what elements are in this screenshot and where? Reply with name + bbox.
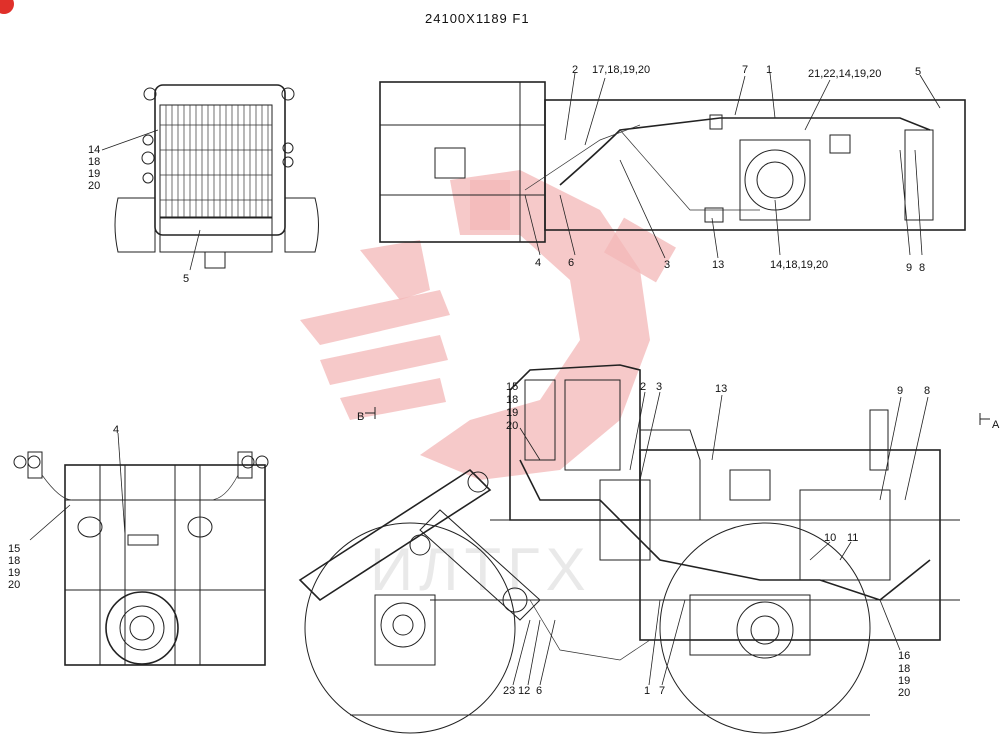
callout-14: 14 bbox=[88, 144, 100, 156]
view-marker-a: A bbox=[992, 419, 1000, 431]
callout-18b-side: 18 bbox=[898, 663, 910, 675]
top-view bbox=[379, 72, 966, 259]
callout-4-top: 4 bbox=[535, 257, 541, 269]
callout-2-side: 2 bbox=[640, 381, 646, 393]
callout-4-rear: 4 bbox=[113, 424, 119, 436]
callout-1-top: 1 bbox=[766, 64, 772, 76]
callout-5-front: 5 bbox=[183, 273, 189, 285]
side-view bbox=[298, 364, 990, 734]
callout-19b-side: 19 bbox=[898, 675, 910, 687]
corner-badge bbox=[0, 0, 14, 14]
callout-9-top: 9 bbox=[906, 262, 912, 274]
callout-21: 21,22,14,19,20 bbox=[808, 68, 881, 80]
watermark-text: ИЛТГХ bbox=[370, 536, 592, 603]
callout-3-side: 3 bbox=[656, 381, 662, 393]
callout-17: 17,18,19,20 bbox=[592, 64, 650, 76]
callout-18: 18 bbox=[88, 156, 100, 168]
callout-19-rear: 19 bbox=[8, 567, 20, 579]
callout-19-side: 19 bbox=[506, 407, 518, 419]
callout-16-side: 16 bbox=[898, 650, 910, 662]
callout-5-top: 5 bbox=[915, 66, 921, 78]
callout-20-side: 20 bbox=[506, 420, 518, 432]
callout-15-side: 15 bbox=[506, 381, 518, 393]
callout-13-side: 13 bbox=[715, 383, 727, 395]
callout-20: 20 bbox=[88, 180, 100, 192]
watermark-logo bbox=[300, 170, 676, 480]
callout-13-top: 13 bbox=[712, 259, 724, 271]
view-marker-b: B bbox=[357, 411, 364, 423]
front-view bbox=[101, 84, 319, 271]
rear-view bbox=[13, 432, 269, 666]
callout-14-top: 14,18,19,20 bbox=[770, 259, 828, 271]
callout-6-side: 6 bbox=[536, 685, 542, 697]
callout-20b-side: 20 bbox=[898, 687, 910, 699]
callout-23-side: 23 bbox=[503, 685, 515, 697]
callout-7-top: 7 bbox=[742, 64, 748, 76]
callout-8-side: 8 bbox=[924, 385, 930, 397]
callout-2-top: 2 bbox=[572, 64, 578, 76]
callout-9-side: 9 bbox=[897, 385, 903, 397]
callout-10-side: 10 bbox=[824, 532, 836, 544]
drawing-title: 24100X1189 F1 bbox=[425, 11, 530, 26]
callout-6-top: 6 bbox=[568, 257, 574, 269]
callout-15: 15 bbox=[8, 543, 20, 555]
callout-20-rear: 20 bbox=[8, 579, 20, 591]
callout-12-side: 12 bbox=[518, 685, 530, 697]
callout-7-side: 7 bbox=[659, 685, 665, 697]
callout-3-top: 3 bbox=[664, 259, 670, 271]
callout-18-side: 18 bbox=[506, 394, 518, 406]
callout-18-rear: 18 bbox=[8, 555, 20, 567]
callout-19: 19 bbox=[88, 168, 100, 180]
callout-1-side: 1 bbox=[644, 685, 650, 697]
callout-11-side: 11 bbox=[847, 532, 858, 544]
callout-8-top: 8 bbox=[919, 262, 925, 274]
